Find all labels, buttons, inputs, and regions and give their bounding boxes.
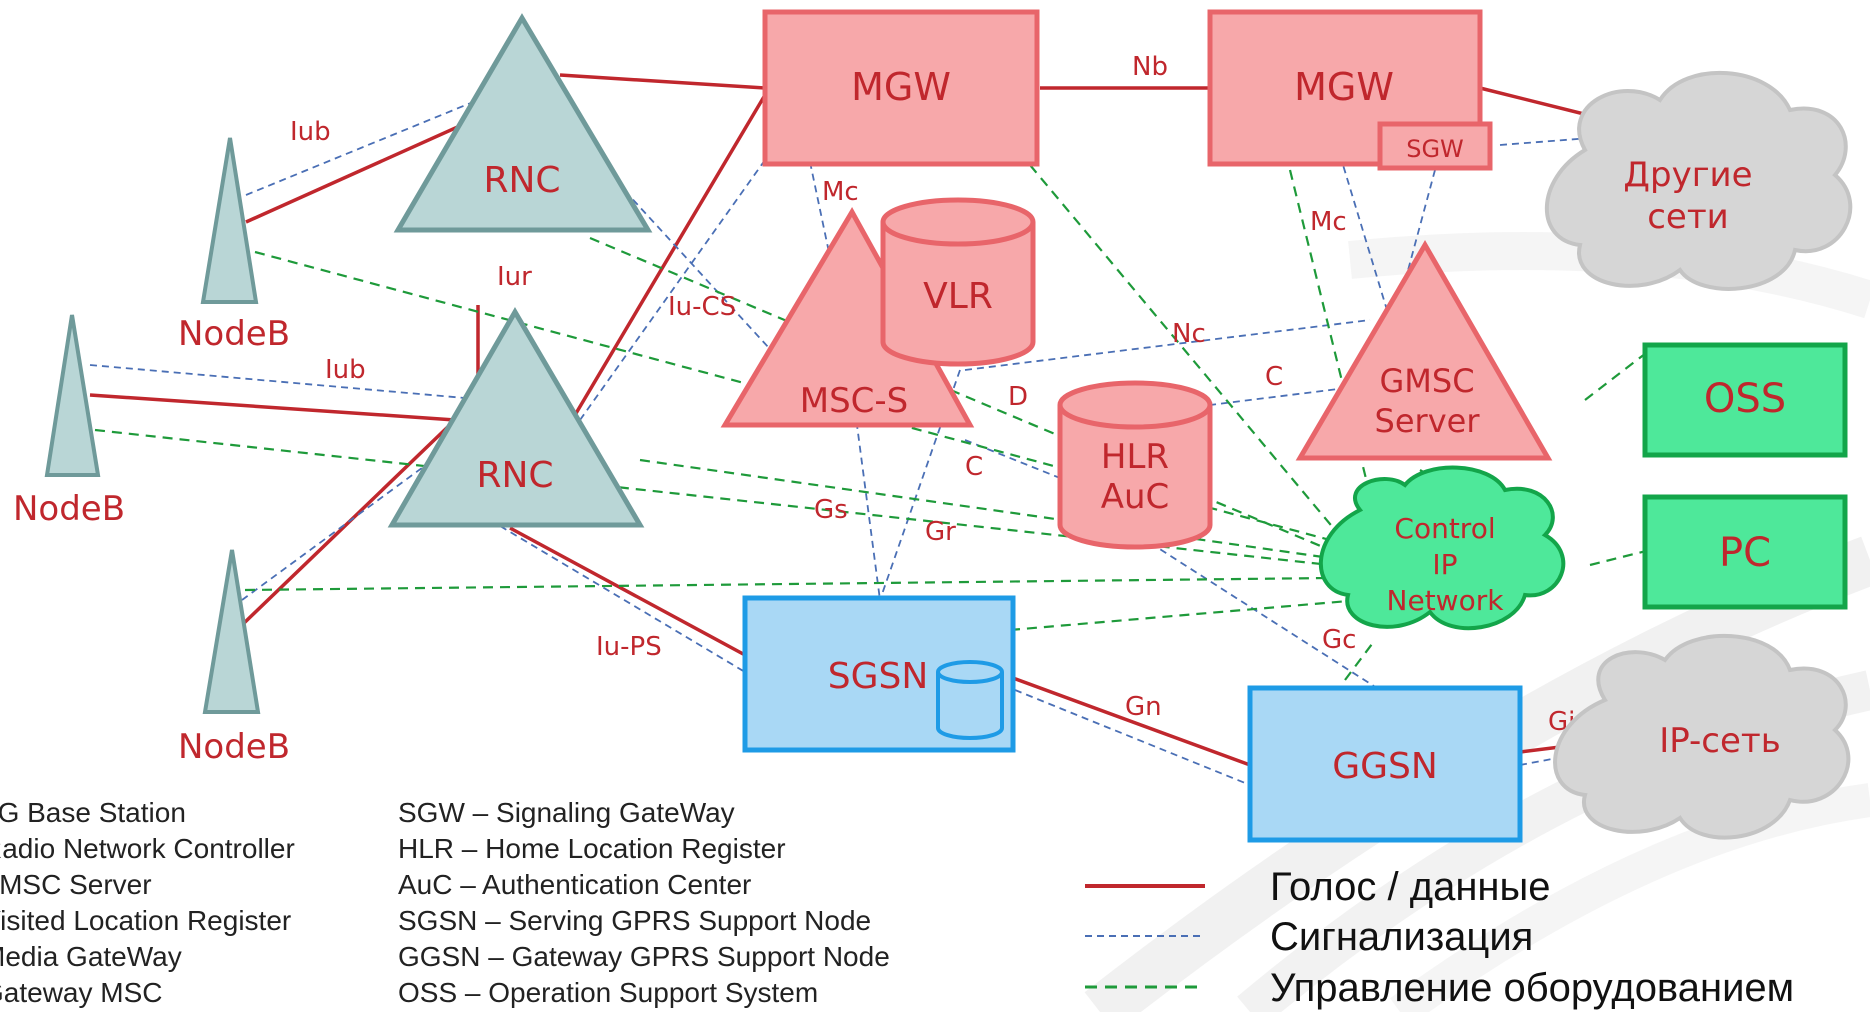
control-ip-network-cloud: Control IP Network <box>1318 465 1566 631</box>
voice-links <box>89 73 1601 767</box>
legend-abbr-6: Gateway MSC <box>0 977 163 1008</box>
nodeb-bottom: NodeB <box>178 549 290 767</box>
other-networks-line2: сети <box>1647 197 1729 237</box>
vlr-label: VLR <box>923 276 993 317</box>
rnc-bottom: RNC <box>387 307 645 528</box>
link-label-gn: Gn <box>1125 692 1162 722</box>
legend-abbr-ggsn: GGSN – Gateway GPRS Support Node <box>398 941 890 972</box>
legend-abbr-sgw: SGW – Signaling GateWay <box>398 797 735 828</box>
link-label-iu-cs: Iu-CS <box>668 292 736 322</box>
legend-abbr-2: Radio Network Controller <box>0 833 295 864</box>
control-ip-line2: IP <box>1432 548 1457 581</box>
legend-line-types: Голос / данные Сигнализация Управление о… <box>1085 865 1794 1010</box>
auc-label: AuC <box>1101 477 1170 517</box>
legend-signaling-label: Сигнализация <box>1270 915 1533 959</box>
mgw-left: MGW <box>762 9 1040 167</box>
ggsn-label: GGSN <box>1332 746 1438 787</box>
sgsn-label: SGSN <box>828 656 929 697</box>
link-label-c-left: C <box>965 452 983 482</box>
legend-abbr-4: Visited Location Register <box>0 905 291 936</box>
mgw-left-label: MGW <box>851 65 951 109</box>
link-label-nc: Nc <box>1172 319 1206 349</box>
legend-abbr-sgsn: SGSN – Serving GPRS Support Node <box>398 905 871 936</box>
link-label-gs: Gs <box>814 495 848 525</box>
mgw-right: MGW SGW <box>1207 9 1493 171</box>
ip-network-cloud: IP-сеть <box>1553 634 1851 840</box>
sgsn-database-icon <box>936 672 1004 740</box>
legend-abbr-hlr: HLR – Home Location Register <box>398 833 786 864</box>
rnc-top-label: RNC <box>483 160 560 201</box>
nodeb-left-label: NodeB <box>13 489 125 529</box>
sgw-box <box>1377 121 1493 171</box>
legend-management-label: Управление оборудованием <box>1270 966 1794 1010</box>
link-label-gr: Gr <box>925 517 956 547</box>
legend-abbr-oss: OSS – Operation Support System <box>398 977 818 1008</box>
oss-label: OSS <box>1704 376 1786 422</box>
hlr-label: HLR <box>1101 437 1169 477</box>
nodeb-top: NodeB <box>178 137 290 354</box>
oss-box: OSS <box>1642 342 1848 458</box>
gmsc-label-line2: Server <box>1375 402 1481 440</box>
rnc-top: RNC <box>393 13 653 233</box>
other-networks-cloud: Другие сети <box>1544 70 1853 291</box>
link-label-iu-ps: Iu-PS <box>596 632 662 662</box>
link-label-mc-left: Mc <box>822 177 859 207</box>
link-labels: Nb Iub Iub Iur Iu-CS Iu-PS Mc Mc Nc C C … <box>290 52 1575 737</box>
other-networks-line1: Другие <box>1623 155 1752 195</box>
pc-label: PC <box>1719 530 1771 576</box>
sgsn-box: SGSN <box>742 595 1016 753</box>
link-label-iub-top: Iub <box>290 117 331 147</box>
gmsc-server: GMSC Server <box>1295 240 1553 461</box>
legend-abbr-5: Media GateWay <box>0 941 182 972</box>
link-label-iub-mid: Iub <box>325 355 366 385</box>
msc-s-label: MSC-S <box>800 381 909 421</box>
nodeb-left: NodeB <box>13 314 125 529</box>
legend-abbreviations-col1: 3G Base Station Radio Network Controller… <box>0 797 295 1008</box>
link-label-gc: Gc <box>1322 625 1356 655</box>
legend-voice-label: Голос / данные <box>1270 865 1551 909</box>
rnc-bottom-label: RNC <box>476 455 553 496</box>
hlr-auc-database: HLR AuC <box>1057 380 1213 550</box>
link-label-nb: Nb <box>1132 52 1168 82</box>
legend-abbreviations-col2: SGW – Signaling GateWay HLR – Home Locat… <box>398 797 890 1008</box>
control-ip-line3: Network <box>1387 584 1505 617</box>
legend-abbr-1: 3G Base Station <box>0 797 186 828</box>
ggsn-box: GGSN <box>1247 685 1523 843</box>
legend-abbr-3: - MSC Server <box>0 869 152 900</box>
ip-network-label: IP-сеть <box>1659 721 1781 761</box>
mgw-right-label: MGW <box>1294 65 1394 109</box>
link-label-c-right: C <box>1265 362 1283 392</box>
link-label-d: D <box>1008 382 1028 412</box>
pc-box: PC <box>1642 494 1848 610</box>
link-label-mc-right: Mc <box>1310 207 1347 237</box>
vlr-database: VLR <box>880 197 1036 367</box>
nodeb-top-label: NodeB <box>178 314 290 354</box>
link-label-iur: Iur <box>497 262 532 292</box>
sgw-label: SGW <box>1406 135 1464 163</box>
gmsc-label-line1: GMSC <box>1379 362 1474 400</box>
nodeb-bottom-label: NodeB <box>178 727 290 767</box>
legend-abbr-auc: AuC – Authentication Center <box>398 869 751 900</box>
control-ip-line1: Control <box>1394 512 1495 545</box>
